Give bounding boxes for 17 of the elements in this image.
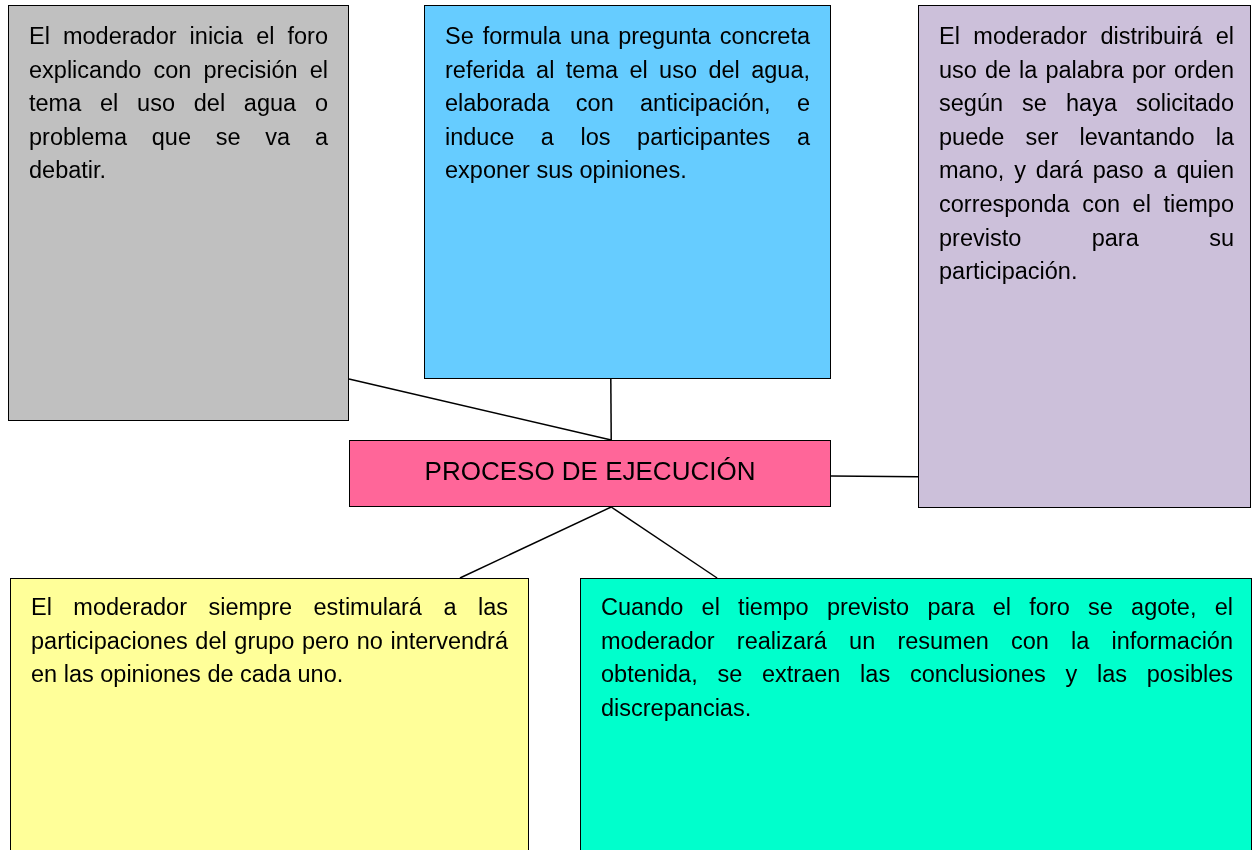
connector-line [459,506,612,579]
text-box [10,578,529,850]
connector-line [610,506,718,579]
connector-line [348,378,612,441]
text-box [424,5,831,379]
title-box [349,440,831,507]
paragraph-text: Cuando el tiempo previsto para el foro se agote, el moderador realizará un resumen con la información obtenida, se extraen las conclusiones y las posibles discrepancias. [601,593,1233,723]
paragraph-text: El moderador inicia el foro explicando con precisión el tema el uso del agua o problema que se va a debatir. [29,22,328,186]
text-box [918,5,1251,508]
paragraph-text: El moderador siempre estimulará a las participaciones del grupo pero no intervendrá en las opiniones de cada uno. [31,593,508,690]
heading-text: PROCESO DE EJECUCIÓN [423,455,757,487]
paragraph-text: Se formula una pregunta concreta referida al tema el uso del agua, elaborada con anticipación, e induce a los participantes a exponer sus opiniones. [445,22,810,186]
text-box [580,578,1252,850]
paragraph-text: El moderador distribuirá el uso de la palabra por orden según se haya solicitado puede ser levantando la mano, y dará paso a quien corresponda con el tiempo previsto para su participación. [939,22,1234,287]
connector-line [610,378,612,441]
connector-line [830,475,919,478]
text-box [8,5,349,421]
